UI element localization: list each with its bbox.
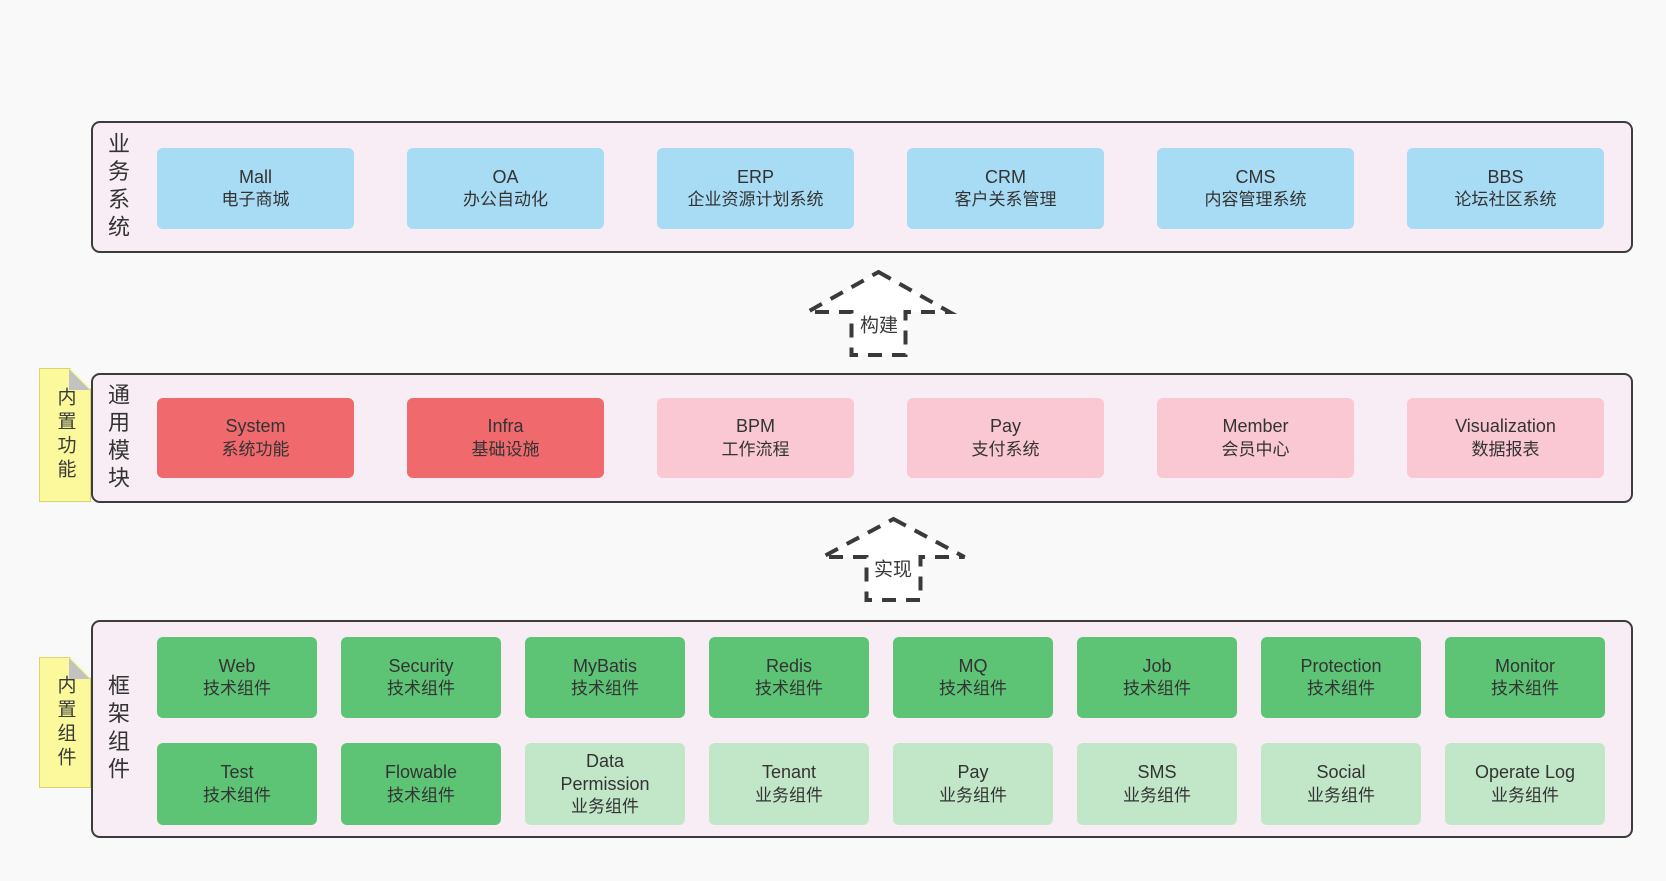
box-title: Tenant (761, 762, 817, 783)
box-tenant: Tenant 业务组件 (709, 743, 869, 825)
box-subtitle: 技术组件 (387, 785, 455, 805)
box-subtitle: 内容管理系统 (1204, 190, 1307, 210)
box-title: Mall (238, 166, 272, 187)
box-subtitle: 技术组件 (939, 679, 1007, 699)
box-title: Redis (765, 655, 813, 676)
box-protection: Protection 技术组件 (1261, 637, 1421, 718)
folded-corner-icon (69, 658, 90, 679)
box-visualization: Visualization 数据报表 (1407, 398, 1604, 478)
box-oa: OA 办公自动化 (407, 148, 604, 229)
box-title: OA (492, 166, 519, 187)
box-bpm: BPM 工作流程 (657, 398, 854, 478)
box-title: Protection (1300, 655, 1382, 676)
section-label-framework-components: 框架组件 (100, 620, 134, 838)
box-flowable: Flowable 技术组件 (341, 743, 501, 825)
box-subtitle: 支付系统 (971, 439, 1040, 459)
box-mq: MQ 技术组件 (893, 637, 1053, 718)
section-label-text: 业务系统 (105, 131, 130, 243)
box-sms: SMS 业务组件 (1077, 743, 1237, 825)
sticky-note-label: 内置组件 (54, 674, 76, 771)
box-mybatis: MyBatis 技术组件 (525, 637, 685, 718)
box-system: System 系统功能 (157, 398, 354, 478)
box-subtitle: 业务组件 (1307, 785, 1375, 805)
box-infra: Infra 基础设施 (407, 398, 604, 478)
box-title: Flowable (384, 762, 458, 783)
box-title: Social (1316, 762, 1366, 783)
box-title: BBS (1487, 166, 1524, 187)
box-subtitle: 会员中心 (1221, 439, 1290, 459)
box-redis: Redis 技术组件 (709, 637, 869, 718)
section-label-text: 框架组件 (105, 673, 130, 785)
box-pay-component: Pay 业务组件 (893, 743, 1053, 825)
box-test: Test 技术组件 (157, 743, 317, 825)
box-subtitle: 数据报表 (1471, 439, 1540, 459)
box-subtitle: 技术组件 (1307, 679, 1375, 699)
box-subtitle: 技术组件 (203, 785, 271, 805)
box-title: Web (218, 655, 256, 676)
box-subtitle: 工作流程 (721, 439, 790, 459)
arrow-label-implement: 实现 (869, 553, 917, 583)
box-subtitle: 客户关系管理 (954, 190, 1057, 210)
box-operate-log: Operate Log 业务组件 (1445, 743, 1605, 825)
box-subtitle: 技术组件 (571, 679, 639, 699)
box-title: Job (1142, 655, 1172, 676)
box-web: Web 技术组件 (157, 637, 317, 718)
section-label-text: 通用模块 (105, 382, 130, 494)
box-subtitle: 业务组件 (1123, 785, 1191, 805)
box-subtitle: 技术组件 (1491, 679, 1559, 699)
box-title: BPM (735, 416, 775, 437)
box-pay-module: Pay 支付系统 (907, 398, 1104, 478)
box-title: Operate Log (1474, 762, 1576, 783)
box-subtitle: 系统功能 (221, 439, 290, 459)
box-subtitle: 办公自动化 (463, 190, 548, 210)
box-bbs: BBS 论坛社区系统 (1407, 148, 1604, 229)
box-cms: CMS 内容管理系统 (1157, 148, 1354, 229)
box-title: MQ (958, 655, 988, 676)
box-subtitle: 业务组件 (939, 785, 1007, 805)
box-subtitle: 技术组件 (1123, 679, 1191, 699)
box-job: Job 技术组件 (1077, 637, 1237, 718)
box-title: Infra (487, 416, 524, 437)
box-title: Test (220, 762, 254, 783)
box-subtitle: 业务组件 (1491, 785, 1559, 805)
box-subtitle: 技术组件 (755, 679, 823, 699)
box-title: Data Permission (560, 750, 650, 794)
box-title: Pay (989, 416, 1022, 437)
sticky-note-built-in-features: 内置功能 (39, 368, 91, 502)
box-subtitle: 基础设施 (471, 439, 540, 459)
box-subtitle: 企业资源计划系统 (687, 190, 824, 210)
box-title: SMS (1137, 762, 1177, 783)
box-subtitle: 技术组件 (387, 679, 455, 699)
box-subtitle: 技术组件 (203, 679, 271, 699)
section-label-business-systems: 业务系统 (100, 121, 134, 253)
box-title: Security (388, 655, 454, 676)
box-subtitle: 业务组件 (571, 797, 639, 817)
box-member: Member 会员中心 (1157, 398, 1354, 478)
box-data-permission: Data Permission 业务组件 (525, 743, 685, 825)
box-title: Pay (957, 762, 989, 783)
box-subtitle: 电子商城 (221, 190, 290, 210)
arrow-label-build: 构建 (855, 309, 903, 339)
box-title: Visualization (1455, 416, 1556, 437)
box-erp: ERP 企业资源计划系统 (657, 148, 854, 229)
section-label-common-modules: 通用模块 (100, 373, 134, 503)
box-security: Security 技术组件 (341, 637, 501, 718)
box-title: Member (1222, 416, 1289, 437)
box-social: Social 业务组件 (1261, 743, 1421, 825)
sticky-note-label: 内置功能 (54, 387, 76, 483)
box-monitor: Monitor 技术组件 (1445, 637, 1605, 718)
box-title: CRM (985, 166, 1026, 187)
box-mall: Mall 电子商城 (157, 148, 354, 229)
box-title: MyBatis (572, 655, 637, 676)
box-title: ERP (736, 166, 774, 187)
folded-corner-icon (69, 369, 90, 390)
box-subtitle: 论坛社区系统 (1454, 190, 1557, 210)
box-title: CMS (1235, 166, 1276, 187)
box-crm: CRM 客户关系管理 (907, 148, 1104, 229)
box-title: Monitor (1494, 655, 1556, 676)
box-title: System (225, 416, 286, 437)
sticky-note-built-in-components: 内置组件 (39, 657, 91, 788)
box-subtitle: 业务组件 (755, 785, 823, 805)
